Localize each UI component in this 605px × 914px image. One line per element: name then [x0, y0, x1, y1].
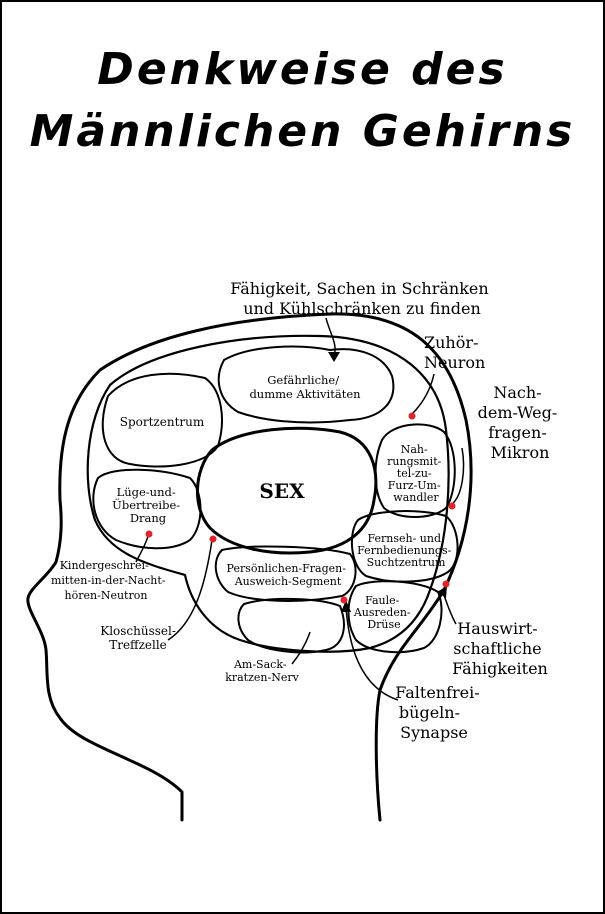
- callout-zuhoer: Zuhör- Neuron: [424, 333, 485, 372]
- callout-klo-line: Treffzelle: [109, 638, 167, 652]
- callout-faltenfrei-line: Faltenfrei-: [395, 683, 479, 702]
- callout-kinder-line: Kindergeschrei-: [60, 559, 149, 572]
- label-nahrung-line: Nah-: [401, 443, 428, 456]
- dot-hauswirt: [442, 580, 450, 588]
- label-luege-line: Drang: [130, 511, 167, 525]
- title-line-1: Denkweise des: [97, 44, 508, 95]
- leader-klo: [167, 539, 213, 641]
- leader-amsack: [291, 631, 311, 665]
- lobe-faule: [347, 580, 443, 654]
- callout-faltenfrei-line: bügeln-: [399, 703, 460, 722]
- callout-zuhoer-line: Neuron: [424, 353, 485, 372]
- callout-hauswirt: Hauswirt- schaftliche Fähigkeiten: [452, 619, 548, 678]
- head-outline: [26, 312, 473, 822]
- callout-klo-line: Kloschüssel-: [100, 624, 176, 638]
- label-gefahr-line: dumme Aktivitäten: [249, 387, 361, 401]
- callout-klo: Kloschüssel- Treffzelle: [100, 624, 180, 652]
- label-nahrung-line: wandler: [393, 491, 439, 504]
- label-gefahr: Gefährliche/ dumme Aktivitäten: [249, 373, 361, 401]
- callout-faltenfrei: Faltenfrei- bügeln- Synapse: [395, 683, 485, 742]
- leader-kinder: [135, 535, 149, 563]
- label-persoenlich-line: Persönlichen-Fragen-: [227, 562, 347, 575]
- leader-nachdem: [451, 447, 465, 505]
- label-persoenlich-line: Ausweich-Segment: [234, 575, 342, 588]
- lobe-sex: [196, 426, 378, 555]
- label-persoenlich: Persönlichen-Fragen- Ausweich-Segment: [227, 562, 350, 588]
- label-sex-line: SEX: [259, 479, 305, 503]
- callout-amsack: Am-Sack- kratzen-Nerv: [225, 658, 299, 684]
- dot-faltenfrei: [340, 596, 348, 604]
- label-sport: Sportzentrum: [120, 415, 205, 429]
- lobe-persoenlich: [214, 545, 357, 602]
- label-nahrung-line: rungsmit-: [387, 455, 441, 468]
- arrowhead-hauswirt: [437, 586, 447, 598]
- lobe-luege: [92, 468, 202, 550]
- label-faule-line: Drüse: [367, 618, 400, 631]
- callout-hauswirt-line: Hauswirt-: [457, 619, 537, 638]
- label-faule: Faule- Ausreden- Drüse: [353, 594, 414, 631]
- label-nahrung-line: tel-zu-: [397, 467, 432, 480]
- label-faule-line: Ausreden-: [353, 606, 411, 619]
- callout-hauswirt-line: schaftliche: [453, 639, 541, 658]
- label-fernseh-line: Suchtzentrum: [367, 556, 446, 569]
- leader-zuhoer: [411, 373, 435, 415]
- dot-zuhoer: [408, 412, 416, 420]
- label-sport-line: Sportzentrum: [120, 415, 205, 429]
- label-luege: Lüge-und- Übertreibe- Drang: [112, 485, 184, 525]
- label-fernseh-line: Fernbedienungs-: [357, 544, 451, 557]
- label-luege-line: Lüge-und-: [117, 485, 176, 499]
- dot-kinder: [145, 530, 153, 538]
- callout-hauswirt-line: Fähigkeiten: [452, 659, 548, 678]
- callout-faehigkeit: Fähigkeit, Sachen in Schränken und Kühls…: [230, 279, 494, 318]
- callout-nachdem-line: Nach-: [493, 383, 541, 402]
- lobe-gefahr: [217, 345, 395, 424]
- title-line-2: Männlichen Gehirns: [29, 106, 576, 157]
- lobe-fernseh: [350, 510, 459, 583]
- brain-outline: [86, 334, 450, 653]
- callout-amsack-line: Am-Sack-: [233, 658, 287, 671]
- dot-klo: [209, 535, 217, 543]
- arrowhead-faehigkeit: [328, 352, 340, 362]
- callout-zuhoer-line: Zuhör-: [424, 333, 478, 352]
- callout-faehigkeit-line: Fähigkeit, Sachen in Schränken: [230, 279, 488, 298]
- label-faule-line: Faule-: [365, 594, 400, 607]
- callout-nachdem-line: dem-Weg-: [478, 403, 558, 422]
- callout-kinder-line: mitten-in-der-Nacht-: [51, 574, 166, 587]
- arrowhead-faltenfrei: [341, 600, 351, 612]
- label-luege-line: Übertreibe-: [112, 498, 180, 512]
- label-gefahr-line: Gefährliche/: [267, 373, 339, 387]
- label-fernseh-line: Fernseh- und: [367, 532, 441, 545]
- lobe-amsack: [237, 597, 345, 654]
- leader-faltenfrei: [345, 607, 399, 701]
- callout-nachdem-line: Mikron: [491, 443, 550, 462]
- callout-faehigkeit-line: und Kühlschränken zu finden: [243, 299, 481, 318]
- callout-nachdem-line: fragen-: [488, 423, 547, 442]
- callout-faltenfrei-line: Synapse: [400, 723, 468, 742]
- lobe-nahrung: [374, 423, 456, 518]
- callout-kinder-line: hören-Neutron: [65, 589, 148, 602]
- callout-amsack-line: kratzen-Nerv: [225, 671, 299, 684]
- label-nahrung: Nah- rungsmit- tel-zu- Furz-Um- wandler: [387, 443, 445, 504]
- label-fernseh: Fernseh- und Fernbedienungs- Suchtzentru…: [357, 532, 455, 569]
- dot-nachdem: [448, 502, 456, 510]
- label-sex: SEX: [259, 479, 305, 503]
- label-nahrung-line: Furz-Um-: [388, 479, 441, 492]
- callout-nachdem: Nach- dem-Weg- fragen- Mikron: [478, 383, 563, 462]
- callout-kinder: Kindergeschrei- mitten-in-der-Nacht- hör…: [51, 559, 169, 602]
